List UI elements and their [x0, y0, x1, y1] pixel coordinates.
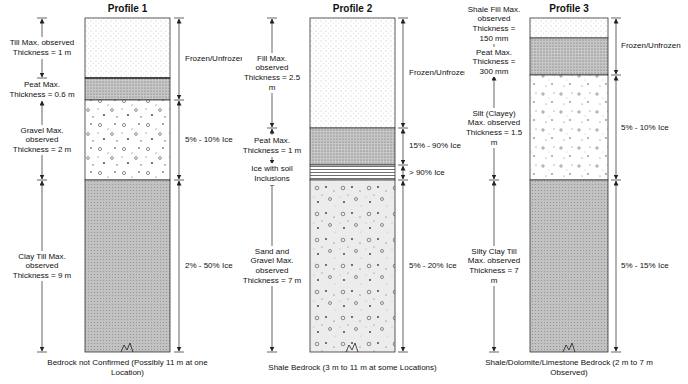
bedrock-note: Shale/Dolomite/Limestone Bedrock (2 m to…: [474, 358, 664, 377]
layer-label: Till Max. observed Thickness = 1 m: [7, 37, 77, 58]
dimension-arrow: [42, 19, 616, 351]
layer-label: Clay Till Max. observed Thickness = 9 m: [7, 251, 77, 282]
layer-label: Peat Max. Thickness = 300 mm: [465, 47, 523, 78]
ice-content-label: Frozen/Unfrozen: [409, 68, 469, 78]
layer-label: Gravel Max. observed Thickness = 2 m: [7, 125, 77, 156]
layer-label: Silt (Clayey) Max. observed Thickness = …: [465, 108, 523, 148]
profile-column: [310, 18, 395, 352]
ice-content-label: 5% - 20% Ice: [409, 261, 457, 271]
ice-content-label: 5% - 10% Ice: [621, 123, 669, 133]
bedrock-symbol: [121, 343, 575, 352]
layer-label: Silty Clay Till Max. observed Thickness …: [465, 246, 523, 286]
layer-label: Fill Max. observed Thickness = 2.5 m: [242, 53, 302, 93]
profile-column: [530, 18, 608, 352]
ice-content-label: 5% - 15% Ice: [621, 261, 669, 271]
profile-title: Profile 3: [519, 3, 619, 15]
layer-label: Ice with soil Inclusions: [242, 163, 302, 184]
ice-content-label: > 90% Ice: [409, 168, 445, 178]
layer-label: Shale Fill Max. observed Thickness = 150…: [465, 4, 523, 44]
dimension-tick: [37, 18, 621, 352]
bedrock-note: Shale Bedrock (3 m to 11 m at some Locat…: [258, 363, 448, 373]
ice-content-label: Frozen/Unfrozen: [185, 54, 245, 64]
profile-column: [85, 18, 170, 352]
layer-label: Peat Max. Thickness = 1 m: [242, 135, 302, 156]
bedrock-note: Bedrock not Confirmed (Possibly 11 m at …: [38, 358, 218, 377]
layer-label: Sand and Gravel Max. observed Thickness …: [242, 246, 302, 286]
ice-content-label: 15% - 90% Ice: [409, 141, 461, 151]
ice-content-label: 5% - 10% Ice: [185, 135, 233, 145]
ice-content-label: 2% - 50% Ice: [185, 261, 233, 271]
profile-title: Profile 1: [78, 3, 178, 15]
layer-label: Peat Max. Thickness = 0.6 m: [7, 79, 77, 100]
ice-content-label: Frozen/Unfrozen: [621, 41, 681, 51]
profile-title: Profile 2: [303, 3, 403, 15]
